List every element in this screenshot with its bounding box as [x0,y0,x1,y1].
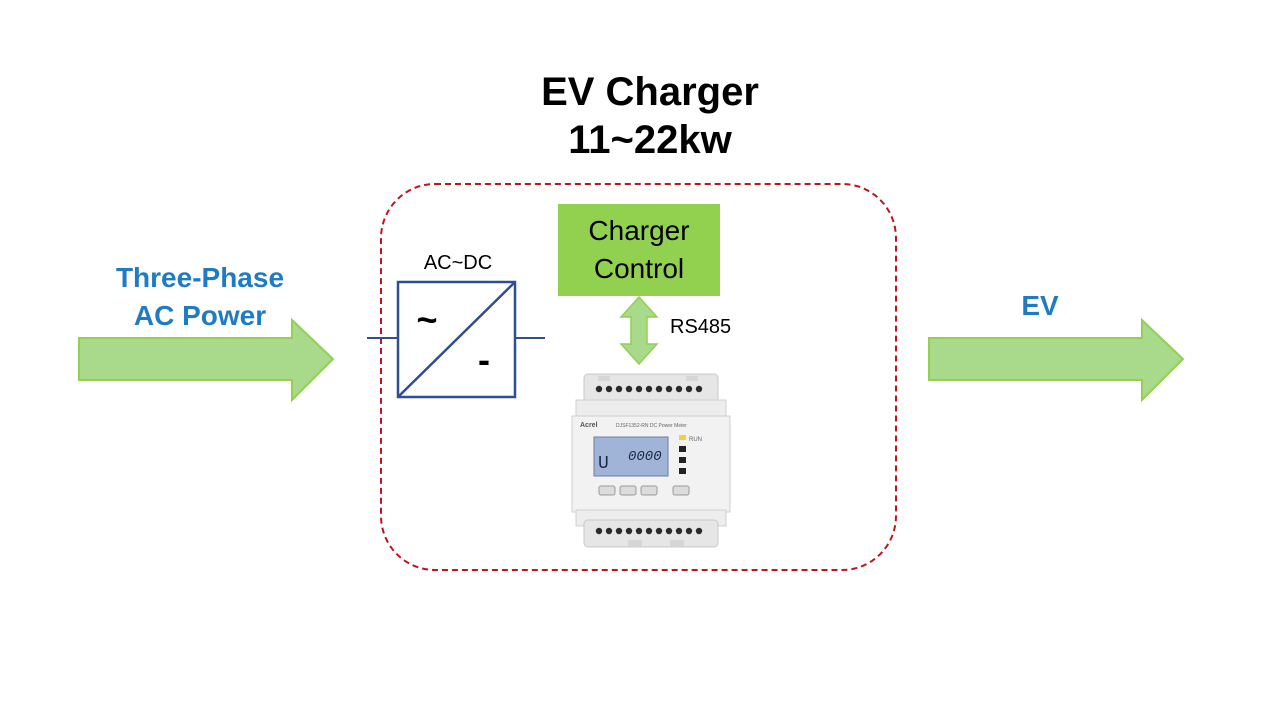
title-line-1: EV Charger [541,70,759,114]
lcd-left-symbol: U [598,454,609,474]
output-arrow [928,317,1185,403]
ac-dc-converter: ~ - [396,280,517,399]
charger-control-line-1: Charger [588,215,690,246]
converter-label: AC~DC [423,252,493,274]
charger-boundary [380,183,897,571]
bottom-terminals [595,527,703,535]
diagram-title: EV Charger 11~22kw [0,68,1280,164]
ac-symbol: ~ [416,299,437,340]
dc-power-meter: Acrel DJSF1352-RN DC Power Meter U 0000 … [571,373,731,548]
input-arrow [78,317,335,403]
rs485-label: RS485 [670,316,732,338]
run-indicator-label: RUN [689,437,702,443]
dc-symbol: - [478,339,490,380]
meter-brand: Acrel [580,422,598,429]
input-label-line-2: AC Power [133,300,267,331]
charger-control-line-2: Control [593,253,685,284]
charger-control-box: Charger Control [558,204,720,296]
input-label: Three-Phase AC Power [80,259,320,335]
meter-model: DJSF1352-RN DC Power Meter [616,423,687,429]
rs485-arrow [619,295,659,366]
meter-buttons [598,485,690,496]
input-label-line-1: Three-Phase [115,262,285,293]
top-terminals [595,385,703,393]
lcd-reading: 0000 [628,449,662,465]
output-label: EV [1021,290,1059,321]
title-line-2: 11~22kw [568,118,732,162]
